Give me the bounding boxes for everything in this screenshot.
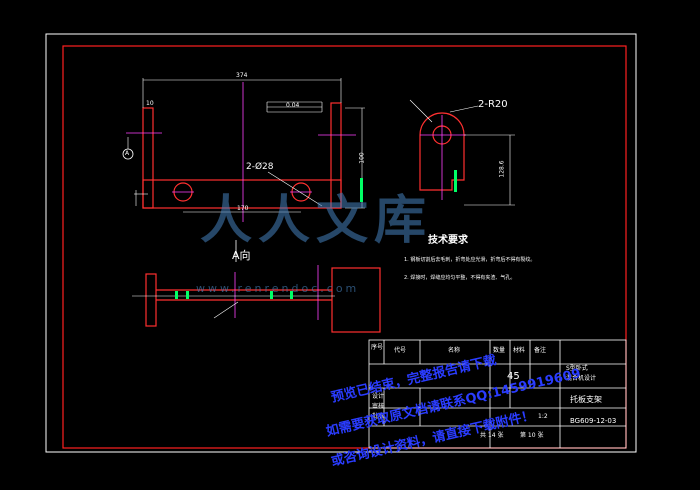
outer-sheet-border xyxy=(45,33,637,453)
hole-note-side: 2-R20 xyxy=(478,99,508,110)
dim-side-height: 128.6 xyxy=(498,160,506,178)
dim-plate-thickness: 10 xyxy=(146,100,154,107)
tb-sheet-no: 第 10 张 xyxy=(520,432,544,439)
tech-req-line2: 2. 焊接时，焊缝应均匀平整，不得有夹渣、气孔。 xyxy=(404,275,516,281)
tb-school-line1: S型卧式 xyxy=(566,365,588,372)
tb-part-name: 托板支架 xyxy=(570,395,602,404)
datum-marker: A xyxy=(125,150,130,157)
watermark-url: www.renrendoc.com xyxy=(196,282,360,295)
tb-school-line2: 混合机设计 xyxy=(566,375,597,382)
tb-role-approve: 批准 xyxy=(372,413,385,420)
tb-col-remark: 备注 xyxy=(534,347,547,354)
tb-material: 45 xyxy=(507,371,520,382)
dim-height: 100 xyxy=(358,152,366,164)
tb-col-seq: 序号 xyxy=(371,344,384,351)
tb-col-material: 材料 xyxy=(513,347,526,354)
tb-col-name: 名称 xyxy=(448,347,461,354)
tb-col-code: 代号 xyxy=(394,347,407,354)
tb-role-check: 审核 xyxy=(372,403,385,410)
tech-req-title: 技术要求 xyxy=(428,235,468,246)
tb-col-qty: 数量 xyxy=(493,347,506,354)
inner-sheet-border xyxy=(62,45,627,449)
a-direction-view xyxy=(145,267,381,333)
dim-overall-width: 374 xyxy=(236,72,248,79)
tb-scale: 1:2 xyxy=(538,413,548,420)
tb-drawing-no: BG609-12-03 xyxy=(570,417,617,425)
section-label: A向 xyxy=(232,249,251,262)
tb-role-design: 设计 xyxy=(372,393,385,400)
watermark-logo-text: 人人文库 xyxy=(200,191,433,251)
title-block xyxy=(368,339,627,449)
tech-req-line1: 1. 钢板切割后去毛刺，折弯处应光滑，折弯后不得有裂纹。 xyxy=(404,257,536,263)
flatness-callout: 0.04 xyxy=(286,102,300,109)
dim-hole-spacing: 170 xyxy=(237,205,249,212)
hole-note-front: 2-Ø28 xyxy=(246,162,274,172)
tb-sheet-total: 共 14 张 xyxy=(480,432,504,439)
